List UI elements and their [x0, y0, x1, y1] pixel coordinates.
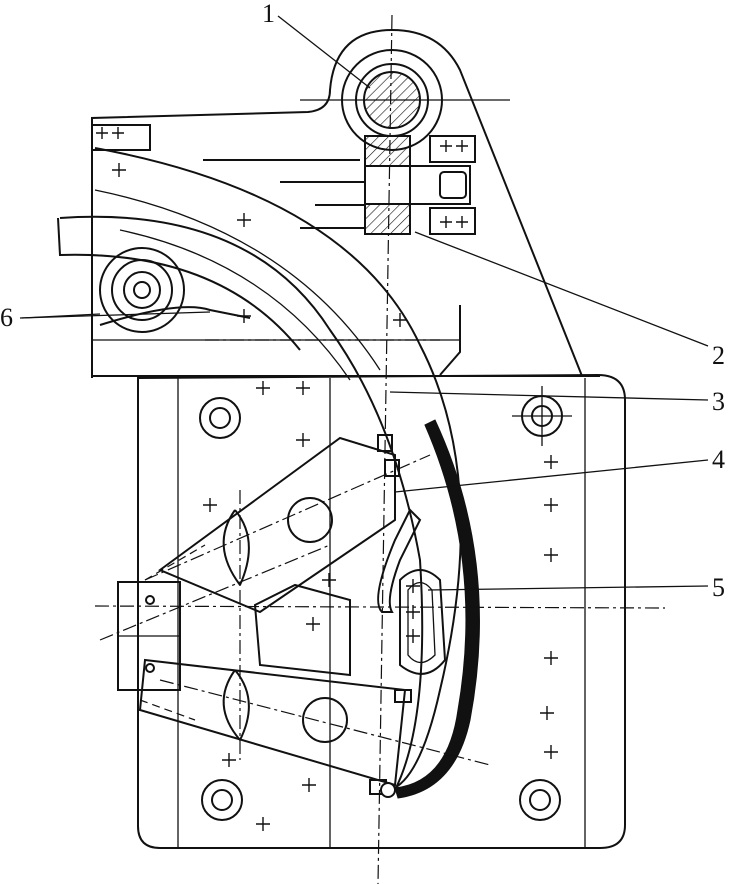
left-clamp-block — [117, 581, 181, 691]
base-plate — [137, 373, 626, 849]
leader-lines — [21, 15, 709, 591]
center-link — [253, 583, 351, 677]
lower-swing-arm — [138, 658, 412, 798]
top-left-pad — [91, 124, 151, 151]
callout-4: 4 — [712, 445, 725, 474]
adjusting-screw-block — [364, 135, 476, 235]
callout-3: 3 — [712, 387, 725, 416]
callout-5: 5 — [712, 573, 725, 602]
bent-pipe — [57, 147, 462, 791]
centerlines — [94, 14, 666, 884]
corner-bolt-bottom-right — [519, 779, 561, 821]
upper-swing-arm — [157, 434, 400, 614]
pressure-roller — [19, 247, 251, 333]
callout-6: 6 — [0, 303, 13, 332]
hidden-outlines — [139, 544, 206, 721]
callout-1: 1 — [262, 0, 275, 28]
callout-2: 2 — [712, 341, 725, 370]
corner-bolt-top-left — [199, 397, 241, 439]
cross-marks — [96, 127, 558, 831]
callout-labels: 1 2 3 4 5 6 — [0, 0, 725, 602]
clamp-spring — [377, 508, 447, 675]
corner-bolt-bottom-left — [201, 779, 243, 821]
bending-die-strip — [394, 419, 480, 799]
